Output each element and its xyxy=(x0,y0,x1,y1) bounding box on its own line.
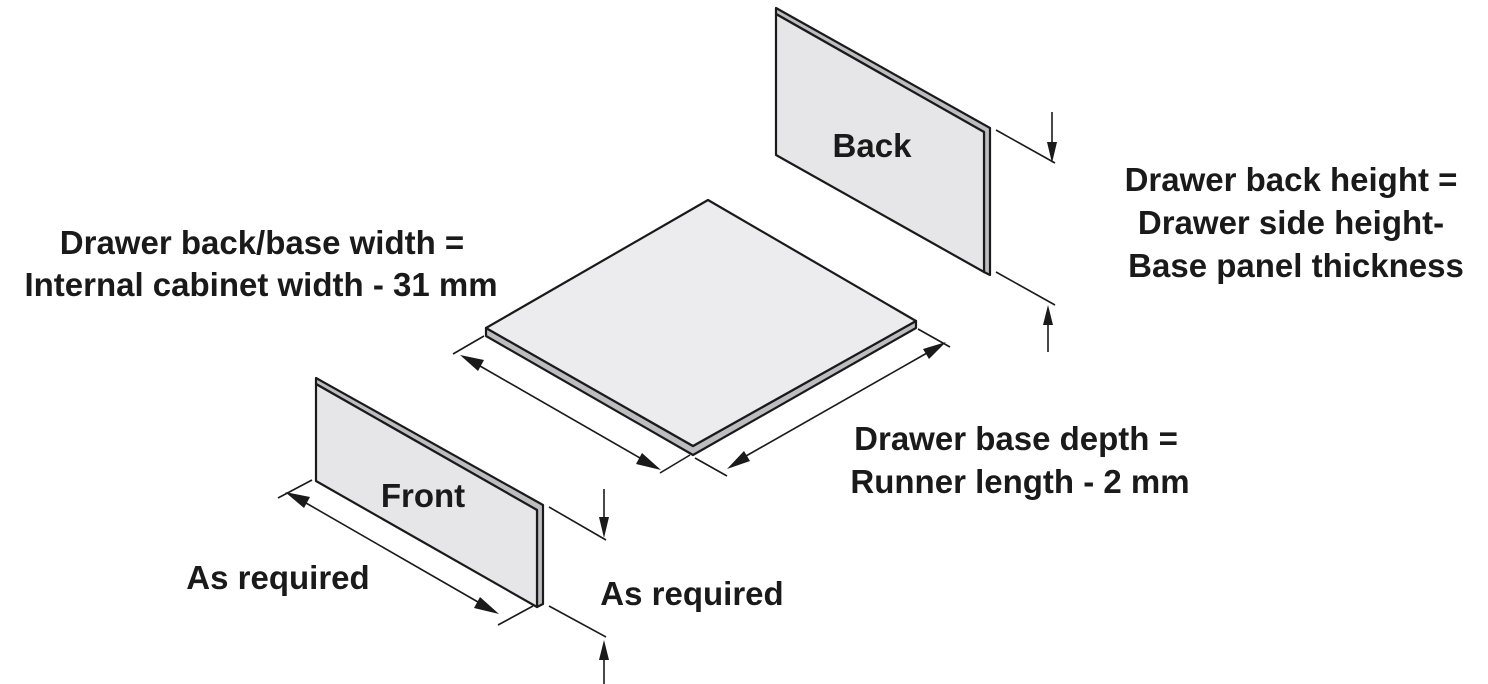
base-depth-extension-right xyxy=(917,328,951,348)
arrow-left-icon xyxy=(460,355,484,371)
up-arrow-icon xyxy=(1043,305,1053,325)
base-depth-label-line-1: Drawer base depth = xyxy=(854,420,1178,457)
up-arrow-icon xyxy=(599,640,609,660)
base-width-label-line-2: Internal cabinet width - 31 mm xyxy=(24,266,497,303)
front-width-extension-right xyxy=(497,605,534,626)
front-height-extension-bottom xyxy=(548,605,607,638)
front-width-line xyxy=(305,502,479,603)
front-width-label: As required xyxy=(186,559,369,596)
base-width-label-line-1: Drawer back/base width = xyxy=(60,224,464,261)
base-width-label: Drawer back/base width = Internal cabine… xyxy=(24,224,497,303)
front-height-extension-top xyxy=(548,506,607,541)
down-arrow-icon xyxy=(599,517,609,538)
back-panel: Back xyxy=(774,6,992,277)
front-panel-label: Front xyxy=(381,477,465,514)
front-panel-face xyxy=(314,382,539,609)
arrow-right-icon xyxy=(636,453,661,470)
front-width-dimension xyxy=(277,479,534,626)
back-height-extension-bottom xyxy=(995,271,1056,306)
base-depth-line xyxy=(745,352,928,457)
arrow-up-right-icon xyxy=(923,342,946,359)
back-height-label-line-1: Drawer back height = xyxy=(1125,161,1458,198)
down-arrow-icon xyxy=(1047,142,1057,163)
base-depth-label-line-2: Runner length - 2 mm xyxy=(850,463,1189,500)
base-width-extension-right xyxy=(659,454,691,474)
front-panel: Front xyxy=(314,376,545,609)
back-height-extension-top xyxy=(995,129,1056,164)
base-depth-label: Drawer base depth = Runner length - 2 mm xyxy=(850,420,1189,500)
back-height-label-line-2: Drawer side height- xyxy=(1138,204,1444,241)
arrow-left-icon xyxy=(285,492,310,508)
back-height-label: Drawer back height = Drawer side height-… xyxy=(1125,161,1464,284)
base-depth-dimension xyxy=(694,328,951,477)
back-height-dimension xyxy=(995,112,1057,352)
back-panel-label: Back xyxy=(833,127,913,164)
arrow-right-icon xyxy=(474,597,499,614)
base-depth-extension-left xyxy=(694,457,728,477)
base-width-dimension xyxy=(452,335,691,474)
base-panel-face xyxy=(484,198,918,448)
base-panel xyxy=(484,198,918,457)
base-width-line xyxy=(479,365,641,459)
base-width-extension-left xyxy=(452,335,485,355)
front-height-dimension xyxy=(548,489,609,684)
front-width-extension-left xyxy=(277,479,313,499)
front-height-label: As required xyxy=(600,575,783,612)
back-height-label-line-3: Base panel thickness xyxy=(1128,247,1464,284)
arrow-down-left-icon xyxy=(727,451,750,469)
back-panel-face xyxy=(774,12,986,274)
